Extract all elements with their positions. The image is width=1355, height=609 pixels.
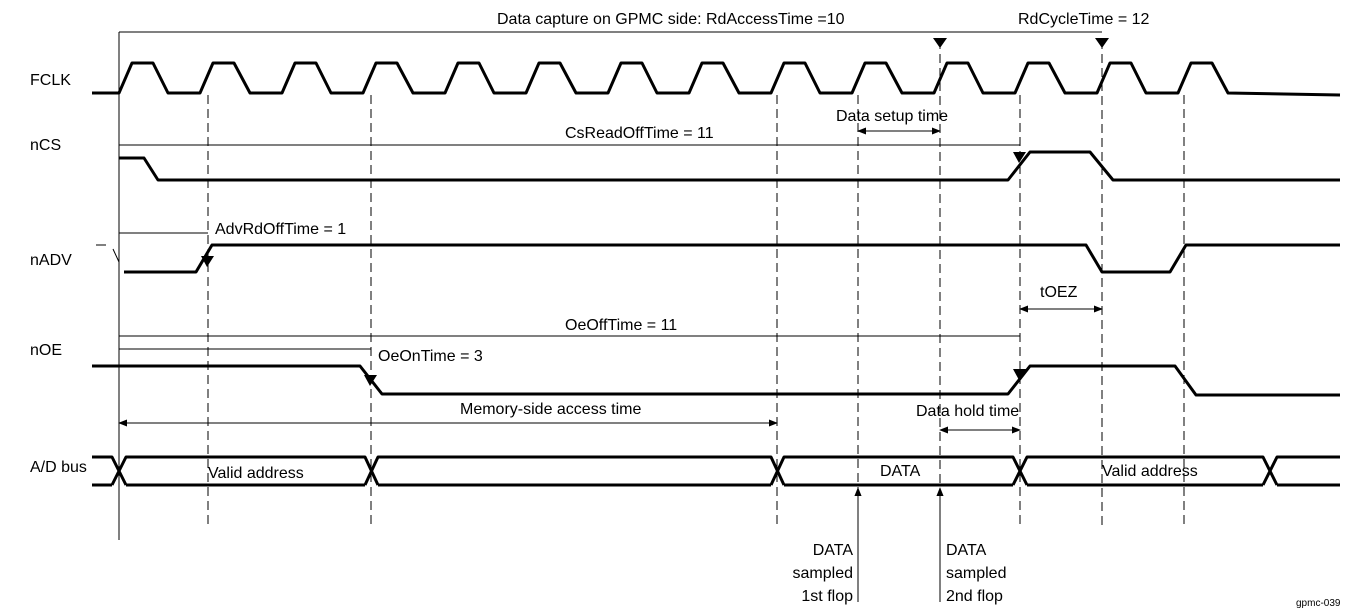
first-flop-text-2: sampled bbox=[793, 565, 853, 582]
cs-read-off-time-label: CsReadOffTime = 11 bbox=[565, 125, 714, 142]
data-label: DATA bbox=[880, 463, 921, 480]
toez-label: tOEZ bbox=[1040, 284, 1078, 301]
noe-rise-marker bbox=[1013, 369, 1026, 380]
memory-side-access-time-label: Memory-side access time bbox=[460, 401, 641, 418]
nadv-waveform bbox=[124, 243, 1340, 274]
first-flop-text-1: DATA bbox=[813, 542, 854, 559]
dashed-reference-lines bbox=[207, 40, 1185, 528]
adbus-upper-waveform bbox=[92, 455, 1340, 486]
nadv-label: nADV bbox=[30, 252, 72, 269]
fclk-waveform bbox=[92, 61, 1341, 97]
nadv-prior-edge bbox=[112, 248, 120, 263]
rd-access-time-marker bbox=[933, 38, 947, 48]
ncs-waveform bbox=[119, 150, 1340, 182]
data-setup-time-label: Data setup time bbox=[836, 108, 948, 125]
figure-id: gpmc-039 bbox=[1296, 598, 1341, 609]
adv-rd-off-time-label: AdvRdOffTime = 1 bbox=[215, 221, 346, 238]
ncs-rise-marker bbox=[1013, 152, 1026, 163]
oe-off-time-label: OeOffTime = 11 bbox=[565, 317, 677, 334]
data-hold-time-label: Data hold time bbox=[916, 403, 1019, 420]
second-flop-text-2: sampled bbox=[946, 565, 1006, 582]
nadv-rise-marker bbox=[201, 256, 214, 267]
second-flop-text-3: 2nd flop bbox=[946, 588, 1003, 605]
oe-on-time-label: OeOnTime = 3 bbox=[378, 348, 483, 365]
noe-label: nOE bbox=[30, 342, 62, 359]
second-flop-text-1: DATA bbox=[946, 542, 987, 559]
valid-address-2-label: Valid address bbox=[1102, 463, 1198, 480]
noe-fall-marker bbox=[364, 375, 377, 386]
valid-address-1-label: Valid address bbox=[208, 465, 304, 482]
rd-access-time-label: Data capture on GPMC side: RdAccessTime … bbox=[497, 11, 845, 28]
fclk-label: FCLK bbox=[30, 72, 71, 89]
adbus-label: A/D bus bbox=[30, 459, 87, 476]
noe-waveform bbox=[92, 364, 1340, 397]
ncs-label: nCS bbox=[30, 137, 61, 154]
first-flop-text-3: 1st flop bbox=[801, 588, 853, 605]
rd-cycle-time-marker bbox=[1095, 38, 1109, 48]
rd-cycle-time-label: RdCycleTime = 12 bbox=[1018, 11, 1150, 28]
